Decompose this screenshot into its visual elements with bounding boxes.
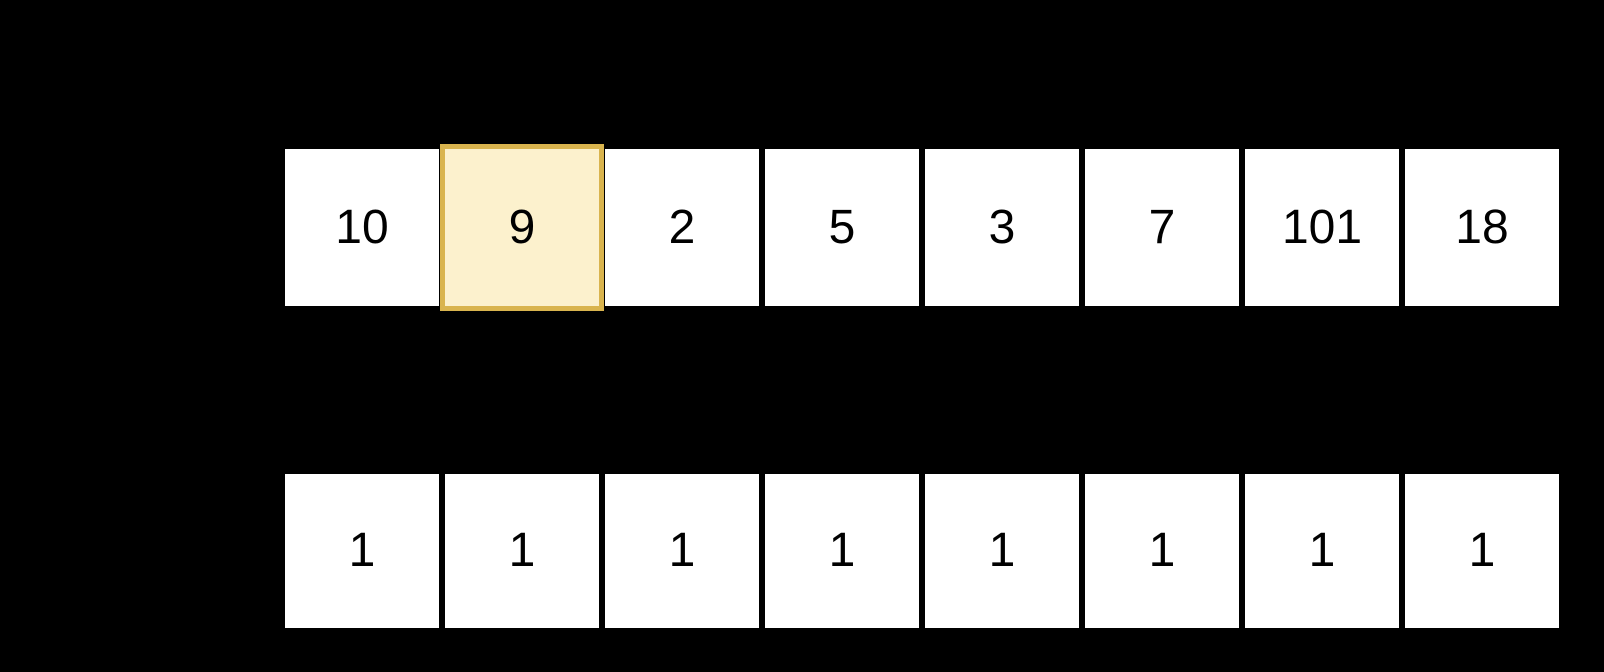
nums-array-cell-5: 7: [1085, 149, 1239, 306]
dp-array-cell-4: 1: [925, 474, 1079, 628]
dp-array-cell-1: 1: [445, 474, 599, 628]
nums-array-cell-4: 3: [925, 149, 1079, 306]
nums-array-cell-2: 2: [605, 149, 759, 306]
dp-array-cell-2: 1: [605, 474, 759, 628]
nums-array-cell-7: 18: [1405, 149, 1559, 306]
nums-array-cell-3: 5: [765, 149, 919, 306]
nums-array-cell-1: 9: [440, 144, 604, 311]
dp-array-cell-5: 1: [1085, 474, 1239, 628]
dp-array-cell-6: 1: [1245, 474, 1399, 628]
nums-array-cell-0: 10: [285, 149, 439, 306]
dp-array-cell-0: 1: [285, 474, 439, 628]
dp-array-cell-7: 1: [1405, 474, 1559, 628]
nums-array-cell-6: 101: [1245, 149, 1399, 306]
dp-array-cell-3: 1: [765, 474, 919, 628]
